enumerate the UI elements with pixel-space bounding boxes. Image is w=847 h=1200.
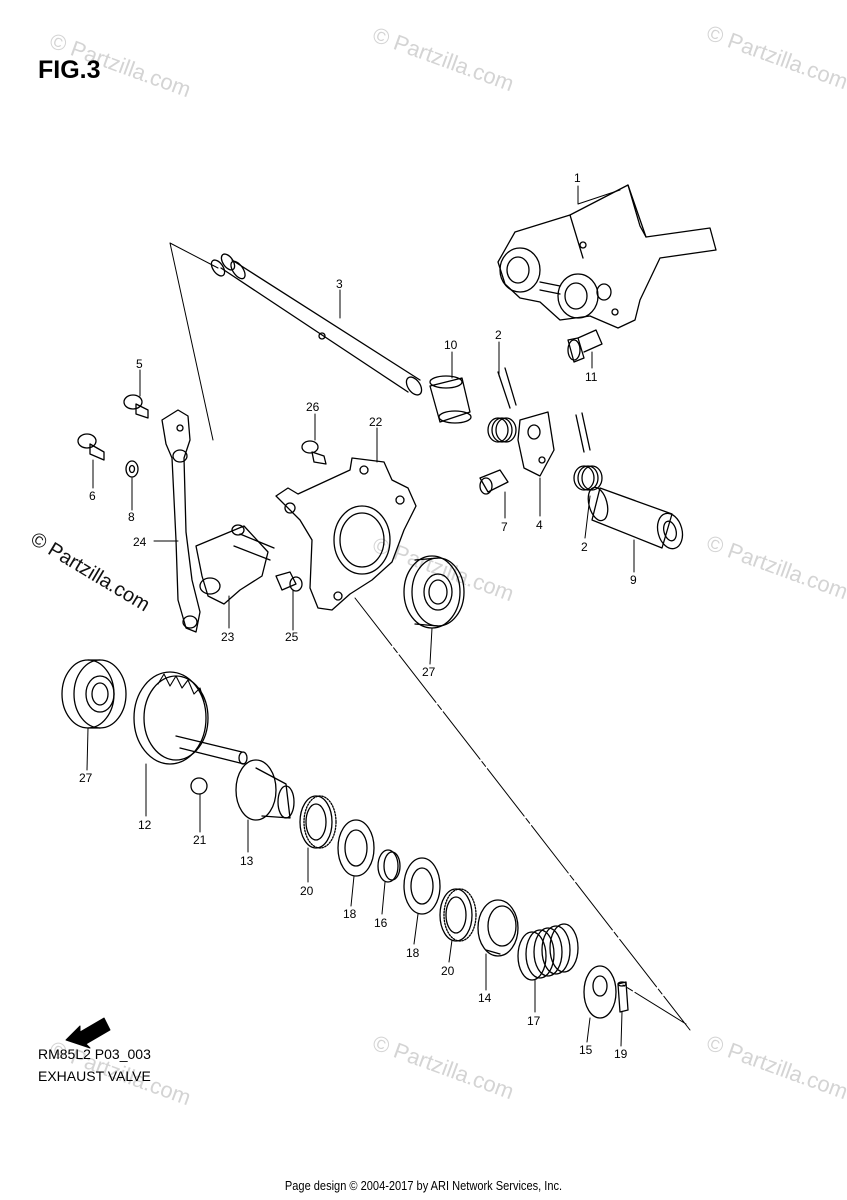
figure-name: EXHAUST VALVE (38, 1068, 151, 1084)
part-12-gear (133, 671, 248, 765)
callout-17: 17 (527, 1014, 541, 1028)
part-6-bolt (77, 433, 105, 461)
callout-18a: 18 (343, 907, 357, 921)
figure-title: FIG.3 (38, 56, 101, 84)
leader-lines (86, 185, 635, 1047)
callout-25: 25 (285, 630, 299, 644)
fwd-arrow-icon: FWD (65, 1017, 111, 1049)
part-19-pin (617, 981, 629, 1013)
part-14-seat (477, 899, 519, 957)
part-18-washer-lower (403, 857, 441, 915)
callout-14: 14 (478, 991, 492, 1005)
part-15-retainer (583, 965, 617, 1019)
callouts: 1 2 2 3 4 5 6 7 8 9 10 11 12 13 14 15 16… (79, 171, 637, 1061)
callout-18b: 18 (406, 946, 420, 960)
callout-27a: 27 (422, 665, 436, 679)
part-20-thrust-bearing-lower (439, 888, 477, 942)
callout-19: 19 (614, 1047, 628, 1061)
part-5-bolt (123, 394, 149, 419)
figure-code: RM85L2 P03_003 (38, 1046, 151, 1062)
part-18-washer-upper (337, 819, 375, 877)
part-22-bracket (275, 457, 417, 611)
assembly-line-upper (169, 242, 219, 441)
callout-15: 15 (579, 1043, 593, 1057)
callout-13: 13 (240, 854, 254, 868)
part-17-coil-spring (517, 923, 579, 981)
callout-20b: 20 (441, 964, 455, 978)
callout-26: 26 (306, 400, 320, 414)
part-27-bearing-upper (403, 555, 465, 629)
part-11-bolt (567, 329, 603, 363)
callout-2b: 2 (581, 540, 588, 554)
callout-5: 5 (136, 357, 143, 371)
callout-24: 24 (133, 535, 147, 549)
callout-27b: 27 (79, 771, 93, 785)
assembly-line-lower (354, 597, 691, 1031)
part-16-ring (377, 849, 401, 883)
part-26-screw (301, 440, 327, 465)
part-24-link-arm (161, 409, 201, 633)
part-4-lever-block (517, 411, 555, 477)
callout-1: 1 (574, 171, 581, 185)
callout-23: 23 (221, 630, 235, 644)
callout-7: 7 (501, 520, 508, 534)
part-9-collar (587, 486, 684, 550)
part-27-bearing-lower (61, 659, 127, 729)
callout-11: 11 (585, 370, 598, 384)
part-2-spring-upper (487, 367, 517, 443)
part-1-valve-body (497, 184, 717, 329)
callout-6: 6 (89, 489, 96, 503)
part-23-pivot-bracket (195, 524, 275, 605)
callout-10: 10 (444, 338, 458, 352)
part-2-spring-lower (573, 412, 603, 491)
part-21-ball (190, 777, 208, 795)
callout-9: 9 (630, 573, 637, 587)
part-25-screw (275, 571, 303, 592)
part-10-collar (429, 375, 472, 424)
callout-2a: 2 (495, 328, 502, 342)
callout-16: 16 (374, 916, 388, 930)
part-3-shaft (210, 253, 423, 396)
callout-22: 22 (369, 415, 383, 429)
part-20-thrust-bearing-upper (299, 795, 337, 849)
part-8-washer (125, 460, 139, 478)
callout-8: 8 (128, 510, 135, 524)
callout-21: 21 (193, 833, 207, 847)
callout-20a: 20 (300, 884, 314, 898)
part-7-bolt (479, 469, 509, 495)
callout-3: 3 (336, 277, 343, 291)
callout-4: 4 (536, 518, 543, 532)
callout-12: 12 (138, 818, 152, 832)
part-13-seat (235, 759, 295, 821)
page-footer: Page design © 2004-2017 by ARI Network S… (284, 1178, 563, 1193)
